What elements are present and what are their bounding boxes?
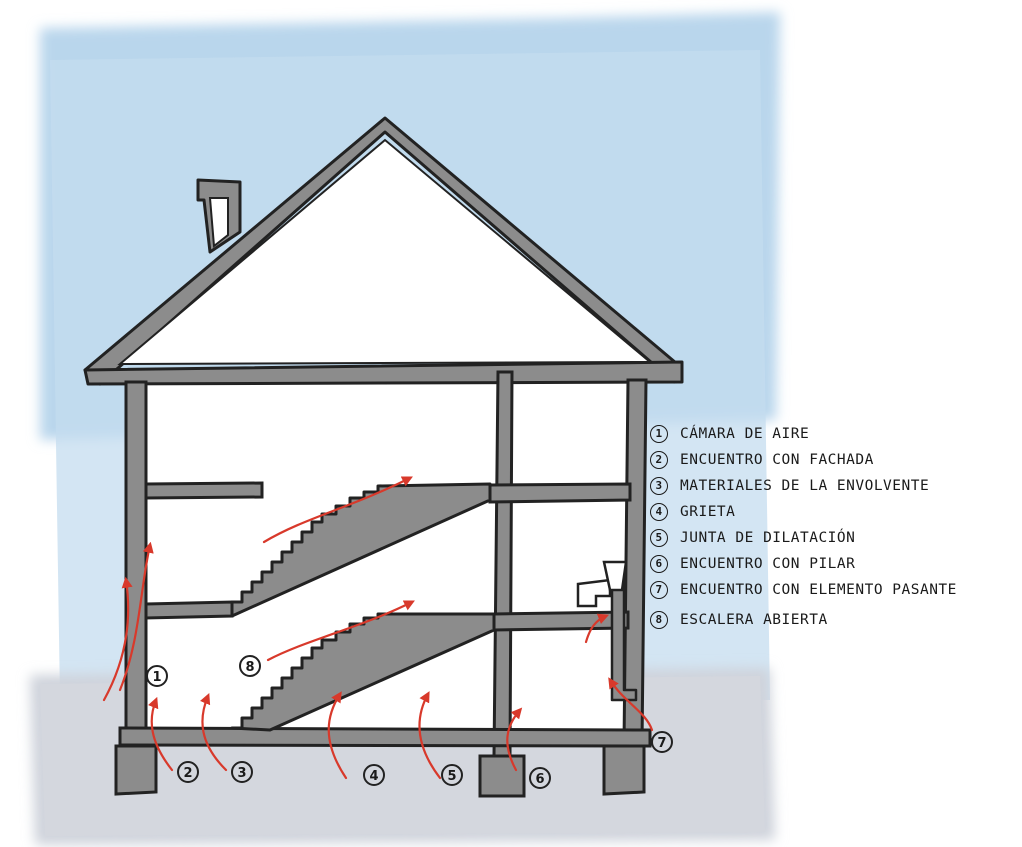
legend-label: ENCUENTRO CON ELEMENTO PASANTE [680,583,957,597]
legend-label: MATERIALES DE LA ENVOLVENTE [680,479,929,493]
legend-number: 5 [650,529,668,547]
legend-item: 5 JUNTA DE DILATACIÓN [650,529,1022,555]
short-slab [146,483,262,498]
legend-label: GRIETA [680,505,735,519]
interior-column [494,372,512,756]
legend-number: 1 [650,425,668,443]
ground-floor-slab [120,728,650,746]
legend-item: 4 GRIETA [650,503,1022,529]
svg-text:4: 4 [369,769,378,784]
legend-number: 8 [650,611,668,629]
center-footing [480,756,524,796]
legend-number: 6 [650,555,668,573]
legend-number: 2 [650,451,668,469]
legend-number: 4 [650,503,668,521]
left-footing [116,746,156,794]
legend-label: ENCUENTRO CON PILAR [680,557,855,571]
legend-number: 3 [650,477,668,495]
right-footing [604,746,644,794]
legend-number: 7 [650,581,668,599]
house-interior [130,378,638,738]
legend-label: JUNTA DE DILATACIÓN [680,531,855,545]
svg-text:8: 8 [245,660,254,675]
svg-text:1: 1 [152,670,161,685]
legend-label: ENCUENTRO CON FACHADA [680,453,874,467]
legend-item: 7 ENCUENTRO CON ELEMENTO PASANTE [650,581,1022,611]
svg-text:7: 7 [657,736,666,751]
legend-label: CÁMARA DE AIRE [680,427,809,441]
legend-item: 1 CÁMARA DE AIRE [650,425,1022,451]
middle-floor-slab-left [146,602,232,618]
svg-text:6: 6 [535,772,544,787]
svg-text:3: 3 [237,766,246,781]
upper-floor-slab [490,484,630,502]
svg-text:5: 5 [447,769,456,784]
legend-item: 3 MATERIALES DE LA ENVOLVENTE [650,477,1022,503]
left-wall [126,382,146,744]
middle-floor-slab-right [494,612,628,630]
legend-item: 8 ESCALERA ABIERTA [650,611,1022,637]
legend-item: 6 ENCUENTRO CON PILAR [650,555,1022,581]
legend-item: 2 ENCUENTRO CON FACHADA [650,451,1022,477]
svg-text:2: 2 [183,766,192,781]
legend-label: ESCALERA ABIERTA [680,613,828,627]
legend: 1 CÁMARA DE AIRE 2 ENCUENTRO CON FACHADA… [650,425,1022,637]
